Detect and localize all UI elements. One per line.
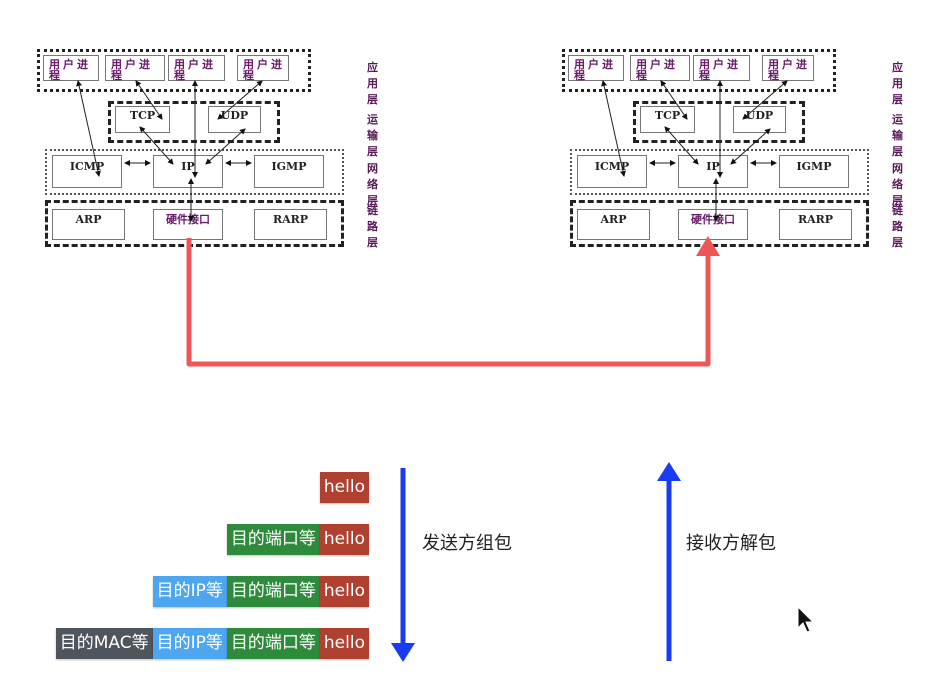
connection-arrow — [135, 80, 163, 120]
network-layer-label: 网络层 — [892, 162, 903, 207]
connection-arrow — [76, 80, 101, 177]
network-box-igmp: IGMP — [254, 155, 324, 188]
send-flow-label: 发送方组包 — [422, 533, 512, 554]
header-segment: 目的IP等 — [152, 576, 227, 607]
transport-layer-label: 运输层 — [892, 113, 903, 158]
mouse-pointer-icon — [797, 605, 815, 633]
application-layer-group — [562, 49, 836, 92]
link-layer-group — [570, 200, 869, 247]
payload-segment: hello — [319, 628, 369, 659]
connection-arrow — [730, 128, 771, 165]
payload-segment: hello — [319, 524, 369, 555]
header-segment: 目的端口等 — [226, 576, 320, 607]
receive-flow-label: 接收方解包 — [686, 533, 776, 554]
application-layer-label: 应用层 — [892, 61, 903, 106]
header-segment: 目的MAC等 — [55, 628, 153, 659]
layer-connection-arrows — [76, 80, 263, 222]
application-box-用户进程: 用户进程 — [43, 55, 99, 81]
link-box-硬件接口: 硬件接口 — [678, 209, 748, 240]
network-layer-label: 网络层 — [367, 162, 378, 207]
packet-row-1: hello — [319, 472, 369, 503]
link-box-arp: ARP — [577, 209, 650, 240]
application-layer-group — [37, 49, 311, 92]
application-box-用户进程: 用户进程 — [568, 55, 624, 81]
link-box-rarp: RARP — [779, 209, 852, 240]
connection-arrow — [139, 126, 174, 165]
link-layer-group — [45, 200, 344, 247]
application-box-用户进程: 用户进程 — [168, 55, 225, 81]
header-segment: 目的IP等 — [152, 628, 227, 659]
send-flow-arrow — [391, 468, 415, 662]
transfer-arrow — [186, 236, 720, 367]
application-box-用户进程: 用户进程 — [630, 55, 690, 81]
payload-segment: hello — [319, 576, 369, 607]
payload-segment: hello — [319, 472, 369, 503]
connection-arrow — [664, 126, 699, 165]
connection-arrow — [217, 80, 263, 120]
link-layer-label: 链路层 — [892, 204, 903, 249]
connection-arrow — [601, 80, 626, 177]
network-box-igmp: IGMP — [779, 155, 849, 188]
header-segment: 目的端口等 — [226, 524, 320, 555]
application-layer-label: 应用层 — [367, 61, 378, 106]
application-box-用户进程: 用户进程 — [105, 55, 165, 81]
link-layer-label: 链路层 — [367, 204, 378, 249]
link-box-rarp: RARP — [254, 209, 327, 240]
application-box-用户进程: 用户进程 — [762, 55, 814, 81]
connection-arrow — [205, 128, 246, 165]
receive-flow-arrow — [657, 462, 681, 661]
header-segment: 目的端口等 — [226, 628, 320, 659]
connection-arrow — [742, 80, 788, 120]
layer-connection-arrows — [601, 80, 788, 222]
application-box-用户进程: 用户进程 — [237, 55, 289, 81]
transport-layer-label: 运输层 — [367, 113, 378, 158]
link-box-arp: ARP — [52, 209, 125, 240]
connection-arrow — [660, 80, 688, 120]
